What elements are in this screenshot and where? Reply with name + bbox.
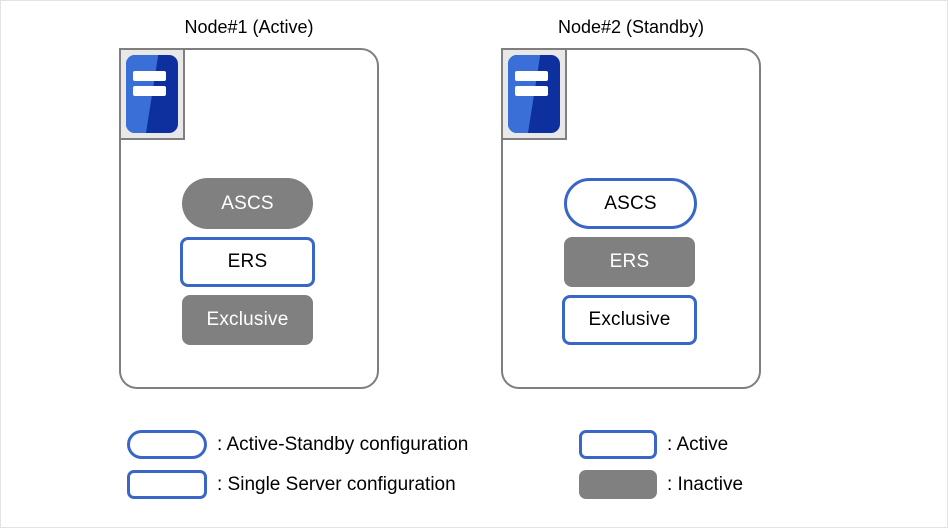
legend-label-active: : Active — [667, 433, 729, 455]
legend-item-active: : Active — [579, 430, 728, 459]
legend-swatch-inactive — [579, 470, 657, 499]
legend-label-single-server: : Single Server configuration — [217, 473, 456, 495]
node-2-service-ers[interactable]: ERS — [564, 237, 695, 287]
node-2-title: Node#2 (Standby) — [557, 17, 705, 37]
legend-label-inactive: : Inactive — [667, 473, 744, 495]
server-icon-bar-2 — [515, 86, 548, 97]
legend-item-single-server: : Single Server configuration — [127, 470, 456, 499]
server-icon-bar-2 — [133, 86, 166, 97]
server-icon — [501, 48, 567, 140]
node-2-service-ascs[interactable]: ASCS — [564, 178, 697, 229]
legend-item-active-standby: : Active-Standby configuration — [127, 430, 468, 459]
server-icon — [119, 48, 185, 140]
node-2-service-exclusive[interactable]: Exclusive — [562, 295, 697, 345]
server-icon-bar-1 — [515, 70, 548, 81]
legend-swatch-pill-outline — [127, 430, 207, 459]
node-1-service-exclusive[interactable]: Exclusive — [182, 295, 313, 345]
server-icon-body — [508, 55, 560, 133]
server-icon-body — [126, 55, 178, 133]
legend-swatch-active — [579, 430, 657, 459]
legend-item-inactive: : Inactive — [579, 470, 743, 499]
server-icon-bar-1 — [133, 70, 166, 81]
node-1-service-ers[interactable]: ERS — [180, 237, 315, 287]
node-1-title: Node#1 (Active) — [184, 17, 314, 37]
node-1-service-ascs[interactable]: ASCS — [182, 178, 313, 229]
legend-label-active-standby: : Active-Standby configuration — [217, 433, 469, 455]
legend-swatch-rect-outline — [127, 470, 207, 499]
